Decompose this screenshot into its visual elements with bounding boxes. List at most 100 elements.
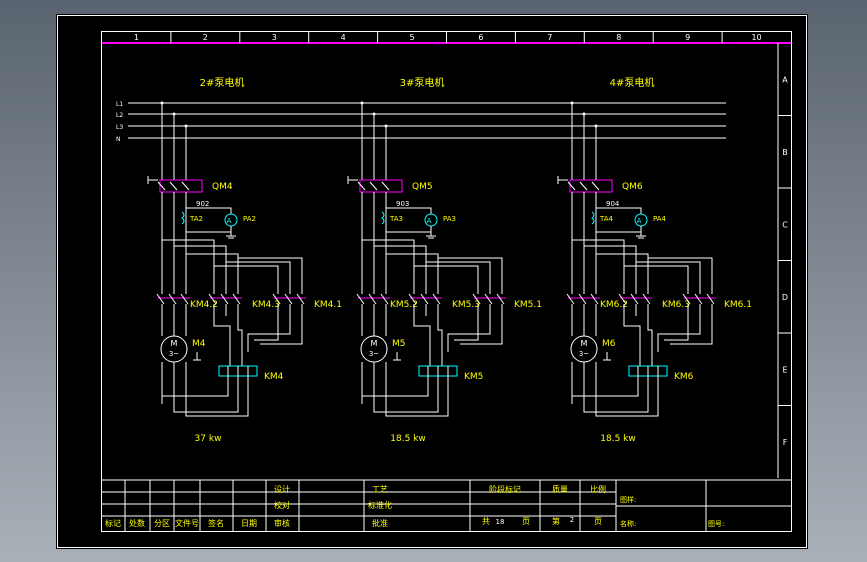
breaker-contact [579,181,588,191]
zone-label-top: 8 [616,33,621,42]
return-wire [247,316,291,352]
tb-sheet-unit: 页 [594,517,602,526]
motor-letter: M [171,339,178,348]
breaker-label: QM4 [212,182,233,192]
tb-drawing-no-label: 图号: [708,520,724,528]
bus-junction [384,124,388,128]
return-wire [447,316,491,352]
contactor-contact [368,293,377,305]
ammeter-symbol: A [227,217,232,225]
bus-label: N [116,136,121,143]
tb-row-label: 签名 [208,518,224,528]
return-wire [454,316,479,341]
meter-wire [385,207,432,214]
contactor-label: KM4.2 [190,300,218,310]
tb-check: 校对 [274,500,290,510]
return-wire [173,376,239,413]
pa-label: PA4 [653,215,667,223]
return-wire [623,316,641,366]
power-rating: 18.5 kw [390,434,425,444]
tb-approve: 批准 [372,518,388,528]
contactor-label: KM5.1 [514,300,542,310]
bus-label: L2 [116,112,123,119]
return-wire [213,316,231,366]
tb-sheet-prefix: 第 [552,516,560,526]
bus-junction [582,112,586,116]
branch-wire [624,265,689,294]
contactor-contact [630,293,639,305]
breaker-box [159,179,203,193]
return-wire [460,316,503,345]
motor-letter: M [371,339,378,348]
bus-junction [372,112,376,116]
meter-wire [185,207,232,214]
return-wire [670,316,713,345]
contactor-contact [180,293,189,305]
branch-wire [374,245,427,294]
branch-wire [648,257,713,294]
contactor-label: KM6.3 [662,300,690,310]
branch-wire [186,253,239,294]
tb-code-label: 名称: [620,519,636,528]
return-wire [161,376,229,404]
branch-wire [426,261,491,294]
return-wire [595,376,659,417]
return-wire [571,376,639,404]
branch-wire [572,239,625,294]
pump-title: 2#泵电机 [200,76,245,89]
breaker-box [359,179,403,193]
contactor-contact [578,293,587,305]
relay-label: KM6 [674,372,694,382]
pump-title: 3#泵电机 [400,76,445,89]
contactor-label: KM5.2 [390,300,418,310]
bus-junction [172,112,176,116]
return-wire [583,376,649,413]
zone-label-side: F [783,438,788,447]
zone-label-side: E [782,365,787,374]
zone-label-top: 10 [751,33,761,42]
power-rating: 37 kw [195,434,222,444]
wire-number: 904 [606,200,620,208]
motor-label: M5 [392,339,406,349]
zone-label-side: C [782,220,788,229]
meter-wire [595,228,641,233]
relay-label: KM4 [264,372,284,382]
pa-label: PA3 [443,215,456,223]
breaker-contact [369,181,378,191]
contactor-contact [706,293,715,305]
zone-label-top: 2 [203,33,208,42]
tb-weight: 质量 [552,484,568,494]
return-wire [664,316,689,341]
tb-name-label: 图样: [620,495,636,504]
contactor-contact [408,293,417,305]
contactor-label: KM4.1 [314,300,342,310]
bus-junction [360,101,364,105]
tb-row-label: 分区 [154,519,170,528]
ta-label: TA4 [599,215,614,223]
contactor-label: KM6.1 [724,300,752,310]
breaker-contact [157,181,166,191]
drawing-sheet [56,14,808,549]
bus-junction [184,124,188,128]
ammeter-symbol: A [427,217,432,225]
contactor-contact [618,293,627,305]
contactor-contact [356,293,365,305]
zone-label-top: 9 [685,33,690,42]
return-wire [237,316,243,366]
ammeter-symbol: A [637,217,642,225]
tb-review: 审核 [274,518,290,528]
contactor-contact [566,293,575,305]
meter-wire [385,228,431,233]
breaker-contact [357,181,366,191]
zone-label-top: 4 [341,33,346,42]
tb-row-label: 标记 [105,518,121,528]
bus-label: L3 [116,124,123,131]
bus-junction [160,101,164,105]
meter-wire [595,207,642,214]
meter-wire [185,228,231,233]
